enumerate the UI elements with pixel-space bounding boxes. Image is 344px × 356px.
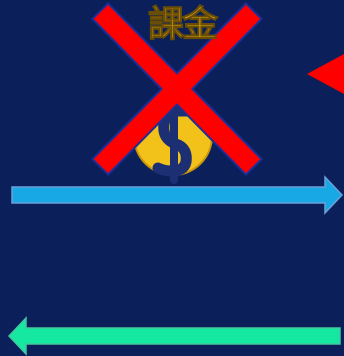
green-arrow-left-icon — [7, 316, 341, 356]
red-x-icon — [91, 2, 263, 176]
blue-arrow-right-icon — [11, 175, 344, 215]
label-text: 課金 — [147, 4, 218, 45]
red-arrow-left-icon — [307, 54, 344, 94]
